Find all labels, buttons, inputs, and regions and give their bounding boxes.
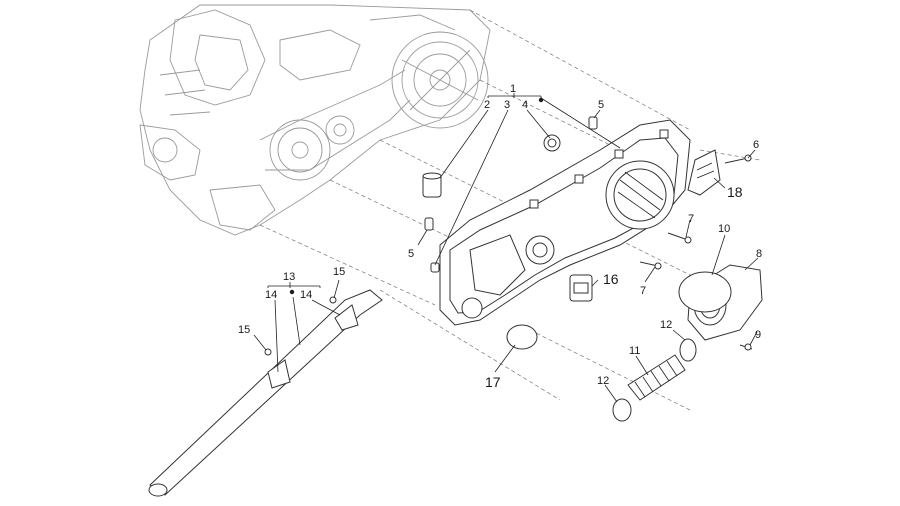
label-plate-18 bbox=[687, 149, 721, 196]
bearing-4 bbox=[543, 134, 561, 152]
clamp-12-upper bbox=[679, 338, 697, 362]
callout-15-upper: 15 bbox=[333, 266, 345, 278]
screw-15-upper bbox=[329, 296, 337, 304]
drain-tube-13 bbox=[148, 289, 383, 497]
callout-14-left: 14 bbox=[265, 289, 277, 301]
callout-12-upper: 12 bbox=[660, 319, 672, 331]
callout-3: 3 bbox=[504, 99, 510, 111]
duct-hose-11 bbox=[627, 354, 686, 401]
transmission-cover bbox=[439, 119, 691, 326]
leader-lines bbox=[253, 93, 759, 403]
screw-9 bbox=[739, 343, 753, 351]
callout-5-upper: 5 bbox=[598, 99, 604, 111]
group-marker-1 bbox=[538, 97, 544, 103]
callout-13: 13 bbox=[283, 271, 295, 283]
gasket-10 bbox=[678, 271, 732, 313]
callout-18: 18 bbox=[727, 184, 743, 200]
engine-assembly-background bbox=[139, 4, 491, 236]
dowel-5-upper bbox=[588, 116, 598, 130]
group-marker-13 bbox=[289, 289, 295, 295]
bushing-2 bbox=[422, 172, 442, 198]
callout-5-lower: 5 bbox=[408, 248, 414, 260]
clamp-12-lower bbox=[612, 398, 632, 422]
screw-7-upper bbox=[667, 232, 692, 244]
callout-14-right: 14 bbox=[300, 289, 312, 301]
callout-2: 2 bbox=[484, 99, 490, 111]
callout-7-upper: 7 bbox=[688, 213, 694, 225]
plug-cap-17 bbox=[506, 324, 538, 350]
callout-7-lower: 7 bbox=[640, 285, 646, 297]
callout-4: 4 bbox=[522, 99, 528, 111]
callout-12-lower: 12 bbox=[597, 375, 609, 387]
callout-9: 9 bbox=[755, 329, 761, 341]
callout-15-lower: 15 bbox=[238, 324, 250, 336]
dowel-3 bbox=[430, 262, 440, 273]
callout-8: 8 bbox=[756, 248, 762, 260]
callout-1: 1 bbox=[510, 83, 516, 95]
callout-10: 10 bbox=[718, 223, 730, 235]
screw-15-lower bbox=[264, 348, 272, 356]
callout-11: 11 bbox=[629, 345, 640, 357]
connector-16 bbox=[569, 274, 593, 302]
callouts: 1 2 3 4 5 5 6 7 7 8 9 10 11 12 12 13 14 … bbox=[238, 83, 762, 390]
callout-17: 17 bbox=[485, 374, 501, 390]
screw-7-lower bbox=[639, 261, 662, 270]
callout-16: 16 bbox=[603, 271, 619, 287]
callout-6: 6 bbox=[753, 139, 759, 151]
dowel-5-lower bbox=[424, 217, 434, 231]
